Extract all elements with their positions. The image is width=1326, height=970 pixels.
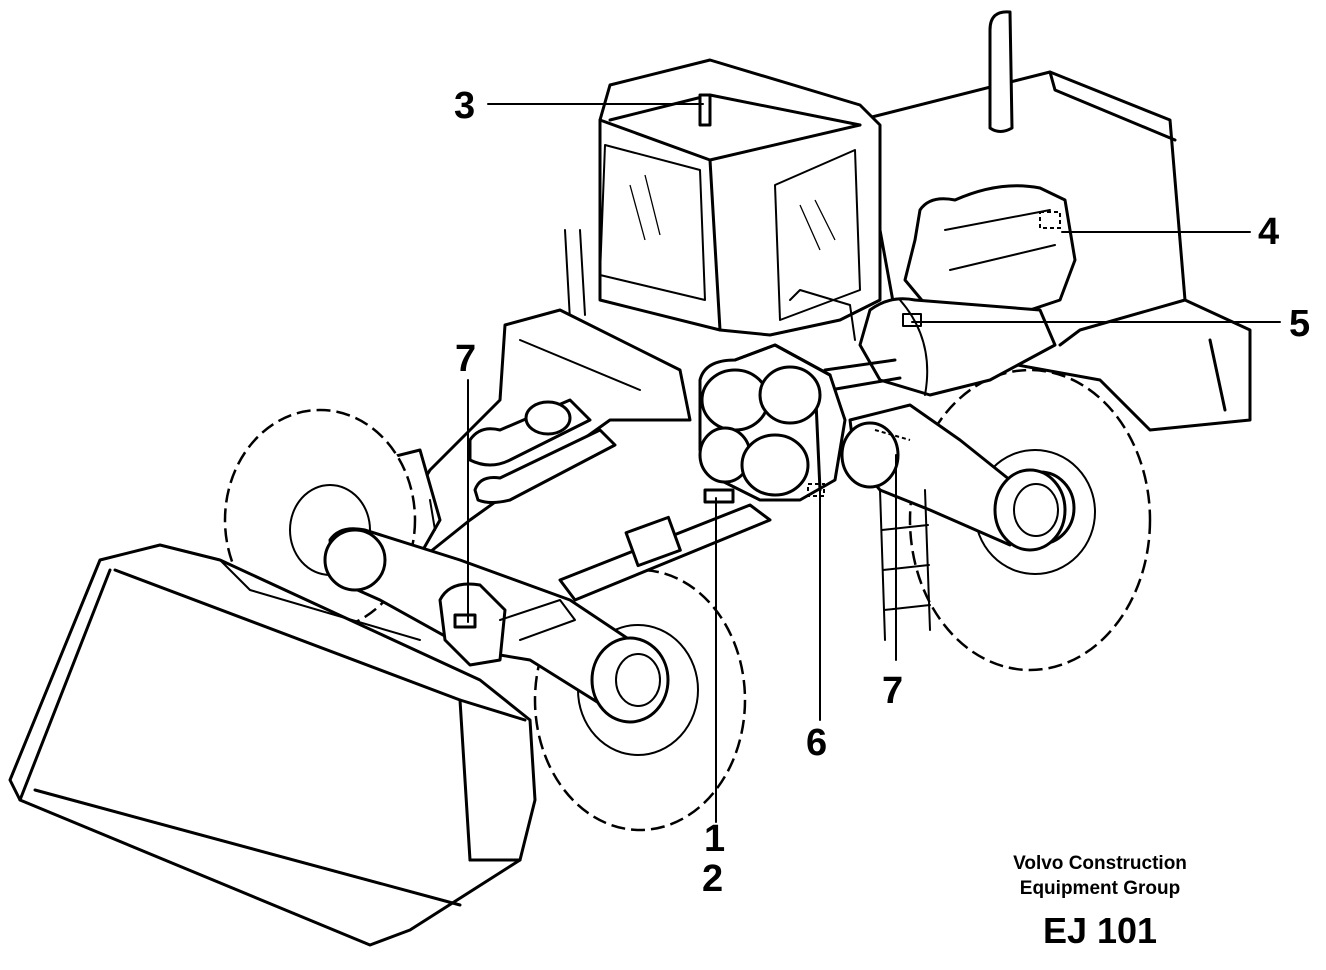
rear-axle (840, 403, 1067, 641)
credit-text: Volvo Construction Equipment Group (990, 852, 1210, 901)
front-drive-shaft (558, 503, 772, 602)
callout-2: 2 (702, 858, 724, 900)
leader-lines (467, 103, 1281, 823)
front-axle (323, 527, 670, 724)
credit-line-1: Volvo Construction (1013, 853, 1187, 874)
engine-block (903, 184, 1077, 322)
callout-5: 5 (1289, 303, 1311, 345)
callout-4: 4 (1258, 211, 1280, 253)
figure-code: EJ 101 (1042, 910, 1158, 951)
bucket (8, 543, 537, 947)
callout-7-left: 7 (455, 338, 477, 380)
operator-cab (564, 58, 882, 341)
transfer-case (698, 343, 847, 504)
callout-3: 3 (454, 85, 476, 127)
callout-6: 6 (806, 722, 828, 764)
rear-drive-shaft (823, 358, 902, 392)
lift-arms (378, 308, 692, 562)
credit-line-2: Equipment Group (1019, 877, 1181, 899)
callout-7-right: 7 (882, 670, 904, 712)
callout-1: 1 (704, 818, 726, 860)
